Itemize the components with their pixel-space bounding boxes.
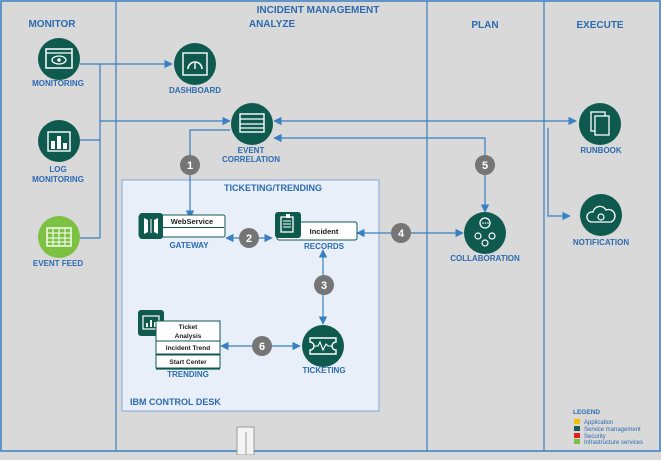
legend-label-infrastructure: Infrastructure services: [584, 440, 643, 446]
log-monitoring-label-line1: LOG: [49, 165, 66, 174]
legend-swatch-infrastructure: [574, 439, 580, 444]
grid-icon: [46, 227, 72, 247]
collaboration-node: COLLABORATION: [450, 212, 520, 263]
legend-swatch-application: [574, 419, 580, 424]
event-feed-node: EVENT FEED: [33, 216, 83, 268]
gateway-box-label: WebService: [171, 217, 213, 226]
notification-label: NOTIFICATION: [573, 238, 630, 247]
step-6-label: 6: [259, 341, 265, 353]
bar-chart-icon: [47, 131, 71, 152]
ticket-icon: [309, 337, 337, 355]
step-badges: 1 2 3 4 5 6: [180, 155, 495, 356]
monitoring-node: MONITORING: [32, 38, 84, 88]
notification-node: NOTIFICATION: [573, 194, 630, 247]
trending-node: Ticket Analysis Incident Trend Start Cen…: [138, 310, 221, 379]
legend: LEGEND Application Service management Se…: [573, 409, 643, 446]
legend-label-security: Security: [584, 434, 606, 440]
ticket-analysis-line2: Analysis: [175, 333, 202, 340]
notification-circle: [580, 194, 622, 236]
edge-collaboration-correlation: [273, 133, 490, 213]
trending-label: TRENDING: [167, 370, 209, 379]
step-2-label: 2: [246, 233, 252, 245]
table-icon: [239, 113, 265, 133]
log-monitoring-label-line2: MONITORING: [32, 175, 84, 184]
collaboration-label: COLLABORATION: [450, 254, 520, 263]
records-label: RECORDS: [304, 242, 345, 251]
gateway-node: WebService GATEWAY: [138, 213, 226, 250]
records-box-label: Incident: [310, 227, 339, 236]
event-correlation-label-line1: EVENT: [238, 146, 265, 155]
runbook-label: RUNBOOK: [580, 146, 622, 155]
ticketing-circle: [302, 325, 344, 367]
incident-trend-box: [155, 340, 221, 355]
collaboration-circle: [464, 212, 506, 254]
runbook-node: RUNBOOK: [579, 103, 622, 155]
legend-title: LEGEND: [573, 409, 600, 416]
start-center-box: [155, 354, 221, 369]
gateway-label: GATEWAY: [169, 241, 209, 250]
runbook-icon: [590, 111, 610, 136]
document-icon: [280, 214, 294, 233]
step-1-badge: [180, 155, 200, 175]
ticketing-label: TICKETING: [302, 366, 345, 375]
legend-label-application: Application: [584, 420, 613, 426]
event-feed-label: EVENT FEED: [33, 259, 83, 268]
ticket-analysis-line1: Ticket: [179, 324, 199, 331]
eye-icon: [45, 48, 73, 69]
monitoring-label: MONITORING: [32, 79, 84, 88]
column-analyze: ANALYZE: [249, 19, 296, 30]
ticketing-node: TICKETING: [302, 325, 346, 375]
event-correlation-node: EVENT CORRELATION: [222, 103, 280, 164]
ticketing-panel-title: TICKETING/TRENDING: [224, 183, 322, 193]
log-monitoring-node: LOG MONITORING: [32, 120, 84, 184]
step-5-badge: [475, 155, 495, 175]
legend-swatch-security: [574, 433, 580, 438]
ibm-control-desk-label: IBM CONTROL DESK: [130, 397, 221, 407]
diagram-title: INCIDENT MANAGEMENT: [257, 5, 380, 16]
column-monitor: MONITOR: [28, 19, 76, 30]
people-icon: [474, 217, 496, 247]
step-3-label: 3: [321, 280, 327, 292]
incident-trend-label: Incident Trend: [166, 345, 210, 352]
step-4-badge: [391, 223, 411, 243]
event-correlation-label-line2: CORRELATION: [222, 155, 280, 164]
step-1-label: 1: [187, 160, 193, 172]
gauge-icon: [182, 52, 208, 76]
cloud-gear-icon: [586, 205, 616, 223]
connectors: [80, 59, 577, 351]
legend-swatch-service-management: [574, 426, 580, 431]
step-6-badge: [252, 336, 272, 356]
step-4-label: 4: [398, 228, 405, 240]
step-3-badge: [314, 275, 334, 295]
column-plan: PLAN: [471, 20, 498, 31]
column-execute: EXECUTE: [576, 20, 624, 31]
step-5-label: 5: [482, 160, 488, 172]
legend-label-service-management: Service management: [584, 427, 641, 433]
start-center-label: Start Center: [169, 359, 207, 366]
records-node: Incident RECORDS: [275, 212, 358, 251]
step-2-badge: [239, 228, 259, 248]
dashboard-node: DASHBOARD: [169, 43, 221, 95]
edge-to-notification: [547, 128, 571, 221]
edge-correlation-gateway: [185, 129, 230, 219]
dashboard-label: DASHBOARD: [169, 86, 221, 95]
gateway-icon: [144, 218, 158, 234]
